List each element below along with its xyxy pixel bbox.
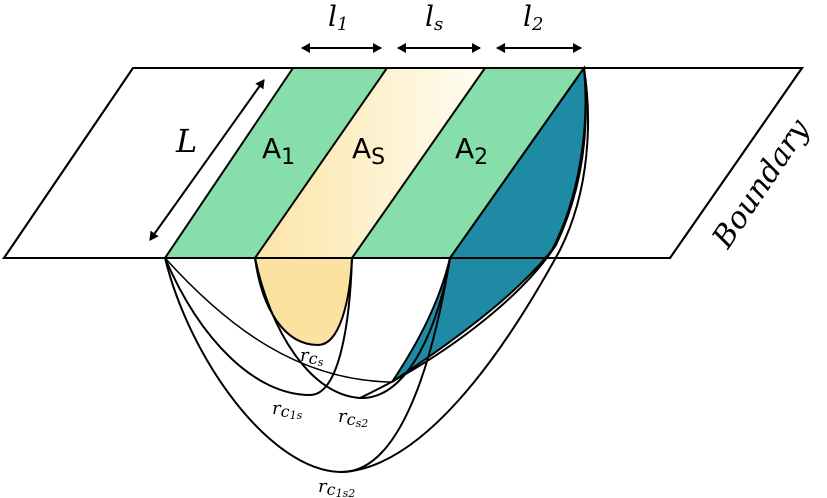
curve-rc1s (164, 257, 353, 397)
strip-line-4 (449, 67, 585, 259)
label-rc1s2: rc1s2 (318, 476, 355, 498)
strip-line-2 (254, 67, 388, 259)
curve-rc1s-back (164, 257, 391, 383)
label-as: AS (352, 132, 385, 170)
label-l1: l1 (328, 0, 348, 35)
label-rc1s: rc1s (272, 398, 303, 422)
region-as (255, 68, 485, 258)
label-L: L (175, 122, 197, 160)
label-rcs2: rcs2 (338, 406, 368, 430)
surface-as (253, 257, 354, 347)
label-rcs: rcs (300, 345, 324, 369)
curve-rc1s2-front (164, 257, 451, 474)
arrow-L (149, 79, 265, 241)
label-a2: A2 (455, 132, 488, 170)
boundary-plane-outline (2, 67, 804, 259)
curve-rc1s2-back (339, 67, 589, 473)
label-ls: ls (425, 0, 443, 35)
label-a1: A1 (262, 132, 295, 170)
strip-line-3 (351, 67, 486, 259)
region-a2 (352, 68, 584, 258)
label-l2: l2 (523, 0, 543, 35)
curve-rcs2-back (359, 67, 587, 399)
